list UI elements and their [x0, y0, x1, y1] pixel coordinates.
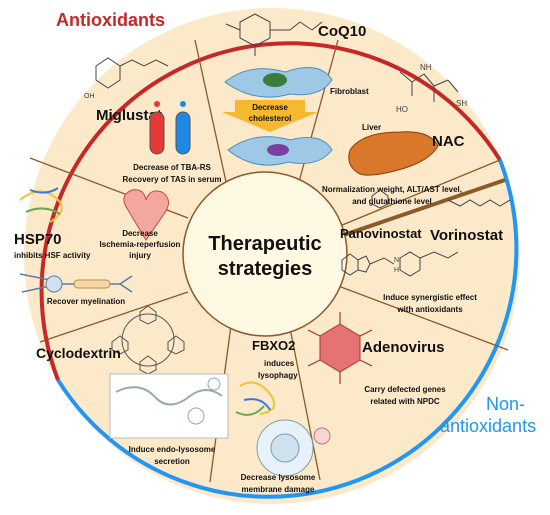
- panovinostat-effect-line1: Induce synergistic effect: [383, 293, 477, 302]
- panovinostat-structure: [341, 251, 459, 277]
- antioxidants-label: Antioxidants: [56, 10, 165, 30]
- liver-illustration: [348, 131, 439, 176]
- hsp70-bottom: Recover myelination: [47, 297, 125, 306]
- endo-lysosome-panel: [109, 373, 229, 439]
- non-antioxidants-arc: [56, 159, 519, 499]
- panovinostat-h: H: [394, 267, 399, 274]
- adenovirus-spikes: [307, 312, 373, 384]
- cyclodextrin-effect-line2: secretion: [154, 457, 190, 466]
- cyclodextrin-effect-line1: Induce endo-lysosome: [129, 445, 216, 454]
- red-test-tube: [149, 111, 165, 155]
- fibroblast-label: Fibroblast: [330, 87, 369, 96]
- lysosome-small: [313, 427, 331, 445]
- nac-ho: HO: [396, 105, 408, 114]
- fbxo2-bottom-line2: membrane damage: [242, 485, 315, 494]
- nac-sh: SH: [456, 99, 467, 108]
- nac-effect-line2: and glutathione level: [352, 197, 432, 206]
- hsp70-heart-line1: Decrease: [122, 229, 158, 238]
- coq10-arrow-line2: cholesterol: [249, 114, 292, 123]
- hsp70-protein: [19, 187, 63, 223]
- blue-test-tube: [175, 111, 191, 155]
- non-antioxidants-label-line2: antioxidants: [440, 416, 536, 436]
- neuron-soma: [45, 275, 63, 293]
- center-circle: [182, 171, 348, 337]
- center-title-line1: Therapeutic: [208, 233, 321, 255]
- coq10-name: CoQ10: [318, 23, 366, 40]
- vesicle-2: [207, 377, 221, 391]
- nac-name: NAC: [432, 133, 465, 150]
- fbxo2-effect-line2: lysophagy: [258, 371, 298, 380]
- miglustat-effect-line2: Recovery of TAS in serum: [123, 175, 222, 184]
- fbxo2-name: FBXO2: [252, 338, 295, 353]
- miglustat-effect-line1: Decrease of TBA-RS: [133, 163, 211, 172]
- hsp70-heart-line2: Ischemia-reperfusion: [100, 240, 181, 249]
- cyclodextrin-name: Cyclodextrin: [36, 345, 121, 361]
- miglustat-oh: OH: [84, 93, 95, 100]
- hsp70-heart-line3: injury: [129, 251, 151, 260]
- coq10-structure: [225, 13, 323, 56]
- miglustat-name: Miglustat: [96, 107, 162, 124]
- myelin-sheath: [73, 279, 111, 289]
- lysosome-inner: [270, 433, 300, 463]
- adenovirus-effect-line1: Carry defected genes: [364, 385, 446, 394]
- decrease-cholesterol-arrow: [222, 100, 318, 132]
- heart-illustration: [123, 189, 169, 241]
- nac-nh: NH: [420, 63, 432, 72]
- center-title-line2: strategies: [218, 258, 313, 280]
- blue-drop-icon: [180, 101, 186, 107]
- group-divider: [334, 178, 506, 240]
- red-drop-icon: [154, 101, 160, 107]
- fbxo2-protein: [235, 381, 276, 416]
- nac-effect-line1: Normalization weight, ALT/AST level,: [322, 185, 462, 194]
- fibroblast-nucleus-top: [263, 73, 287, 87]
- panovinostat-n: N: [394, 257, 399, 264]
- hsp70-name: HSP70: [14, 231, 62, 248]
- adenovirus-effect-line2: related with NPDC: [370, 397, 440, 406]
- coq10-arrow-line1: Decrease: [252, 103, 288, 112]
- vorinostat-name: Vorinostat: [430, 227, 503, 244]
- nac-liver-label: Liver: [362, 123, 381, 132]
- miglustat-structure: [95, 57, 169, 89]
- vesicle-1: [187, 407, 205, 425]
- vorinostat-structure: [371, 189, 511, 209]
- fibroblast-nucleus-bottom: [267, 144, 289, 156]
- panovinostat-name: Panovinostat: [340, 226, 422, 241]
- fbxo2-bottom-line1: Decrease lysosome: [241, 473, 316, 482]
- hsp70-effect: inhibits HSF activity: [14, 251, 91, 260]
- nac-structure: [399, 71, 459, 102]
- non-antioxidants-label-line1: Non-: [486, 394, 525, 414]
- panovinostat-effect-line2: with antioxidants: [396, 305, 463, 314]
- adenovirus-name: Adenovirus: [362, 339, 445, 356]
- endo-lysosome-membrane: [115, 386, 223, 406]
- antioxidants-arc: [39, 41, 502, 381]
- fbxo2-effect-line1: induces: [264, 359, 295, 368]
- segment-dividers: [29, 39, 509, 483]
